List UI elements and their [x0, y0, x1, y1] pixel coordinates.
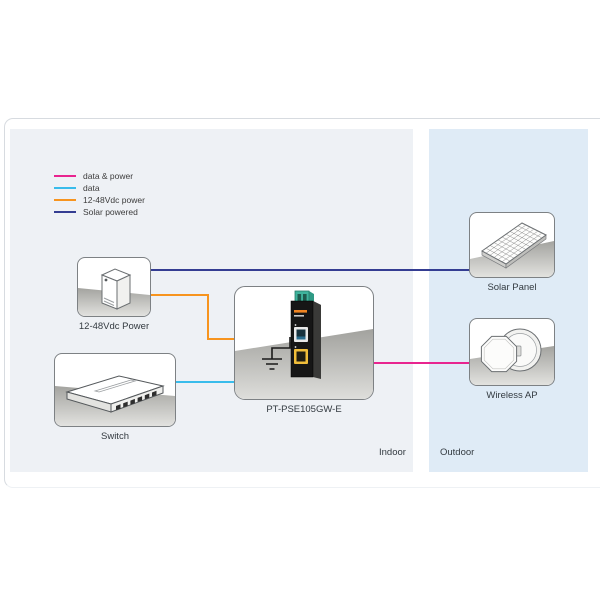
- poe-injector-icon: [235, 290, 373, 399]
- legend-item: data: [54, 182, 145, 193]
- node-label: Switch: [101, 431, 129, 442]
- wireless-ap-box: [469, 318, 555, 386]
- node-poe-injector: PT-PSE105GW-E: [234, 286, 374, 415]
- solar-panel-box: [469, 212, 555, 278]
- switch-box: [54, 353, 176, 427]
- outdoor-region: [429, 129, 588, 472]
- legend-item: data & power: [54, 170, 145, 181]
- solar-powered-swatch: [54, 210, 76, 213]
- outdoor-label: Outdoor: [440, 447, 475, 458]
- data-and-power-line: [372, 362, 471, 364]
- node-power-supply: 12-48Vdc Power: [59, 257, 169, 332]
- legend-item: 12-48Vdc power: [54, 194, 145, 205]
- node-label: Wireless AP: [486, 390, 538, 401]
- legend-label: data & power: [83, 170, 134, 181]
- dc-power-line-seg2: [207, 294, 209, 340]
- node-label: Solar Panel: [487, 282, 537, 293]
- poe-injector-box: [234, 286, 374, 400]
- legend-item: Solar powered: [54, 206, 145, 217]
- node-label: 12-48Vdc Power: [78, 321, 150, 332]
- node-label: PT-PSE105GW-E: [266, 404, 342, 415]
- indoor-label: Indoor: [379, 447, 406, 458]
- legend-label: Solar powered: [83, 206, 138, 217]
- node-wireless-ap: Wireless AP: [457, 318, 567, 401]
- data-line: [174, 381, 236, 383]
- solar-powered-line: [150, 269, 470, 271]
- power-supply-box: [77, 257, 151, 317]
- wireless-ap-icon: [470, 328, 554, 385]
- dc-power-line-seg1: [149, 294, 209, 296]
- dc-power-swatch: [54, 198, 76, 201]
- data-swatch: [54, 186, 76, 189]
- dc-power-line-seg3: [207, 338, 237, 340]
- switch-icon: [55, 375, 175, 426]
- ground-symbol: [262, 337, 291, 370]
- node-switch: Switch: [54, 353, 176, 442]
- legend-label: data: [83, 182, 100, 193]
- legend: data & power data 12-48Vdc power Solar p…: [54, 171, 145, 219]
- power-supply-icon: [78, 268, 150, 316]
- legend-label: 12-48Vdc power: [83, 194, 145, 205]
- data-and-power-swatch: [54, 174, 76, 177]
- solar-panel-icon: [470, 222, 554, 277]
- node-solar-panel: Solar Panel: [457, 212, 567, 293]
